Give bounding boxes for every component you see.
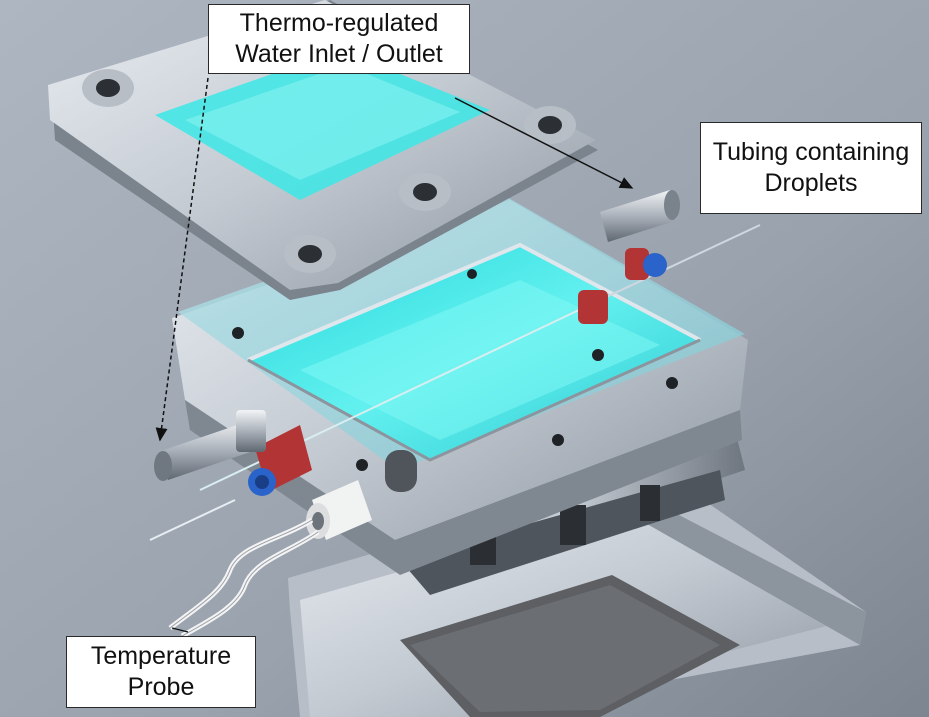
tubing-droplets-label: Tubing containing Droplets — [700, 122, 922, 214]
tubing-label-line1: Tubing containing — [712, 138, 910, 166]
water-inlet-pipe — [154, 410, 266, 481]
water-outlet-pipe — [600, 190, 680, 242]
temperature-probe-label: Temperature Probe — [66, 636, 256, 708]
probe-label-line2: Probe — [127, 673, 195, 701]
tubing-label-line2: Droplets — [764, 169, 858, 197]
water-label-line2: Water Inlet / Outlet — [235, 40, 443, 68]
droplet-tubing-tail — [149, 499, 236, 541]
base-stand — [288, 470, 866, 717]
leader-arrows — [155, 77, 634, 633]
water-inlet-outlet-label: Thermo-regulated Water Inlet / Outlet — [208, 4, 470, 74]
arrow-water-outlet — [454, 97, 634, 189]
temperature-probe — [168, 450, 417, 639]
arrow-water-inlet — [155, 77, 209, 442]
red-fitting-left — [248, 425, 312, 496]
arrow-probe — [171, 627, 189, 633]
water-label-line1: Thermo-regulated — [239, 9, 439, 37]
red-fitting-right — [578, 248, 667, 324]
probe-label-line1: Temperature — [90, 642, 232, 670]
